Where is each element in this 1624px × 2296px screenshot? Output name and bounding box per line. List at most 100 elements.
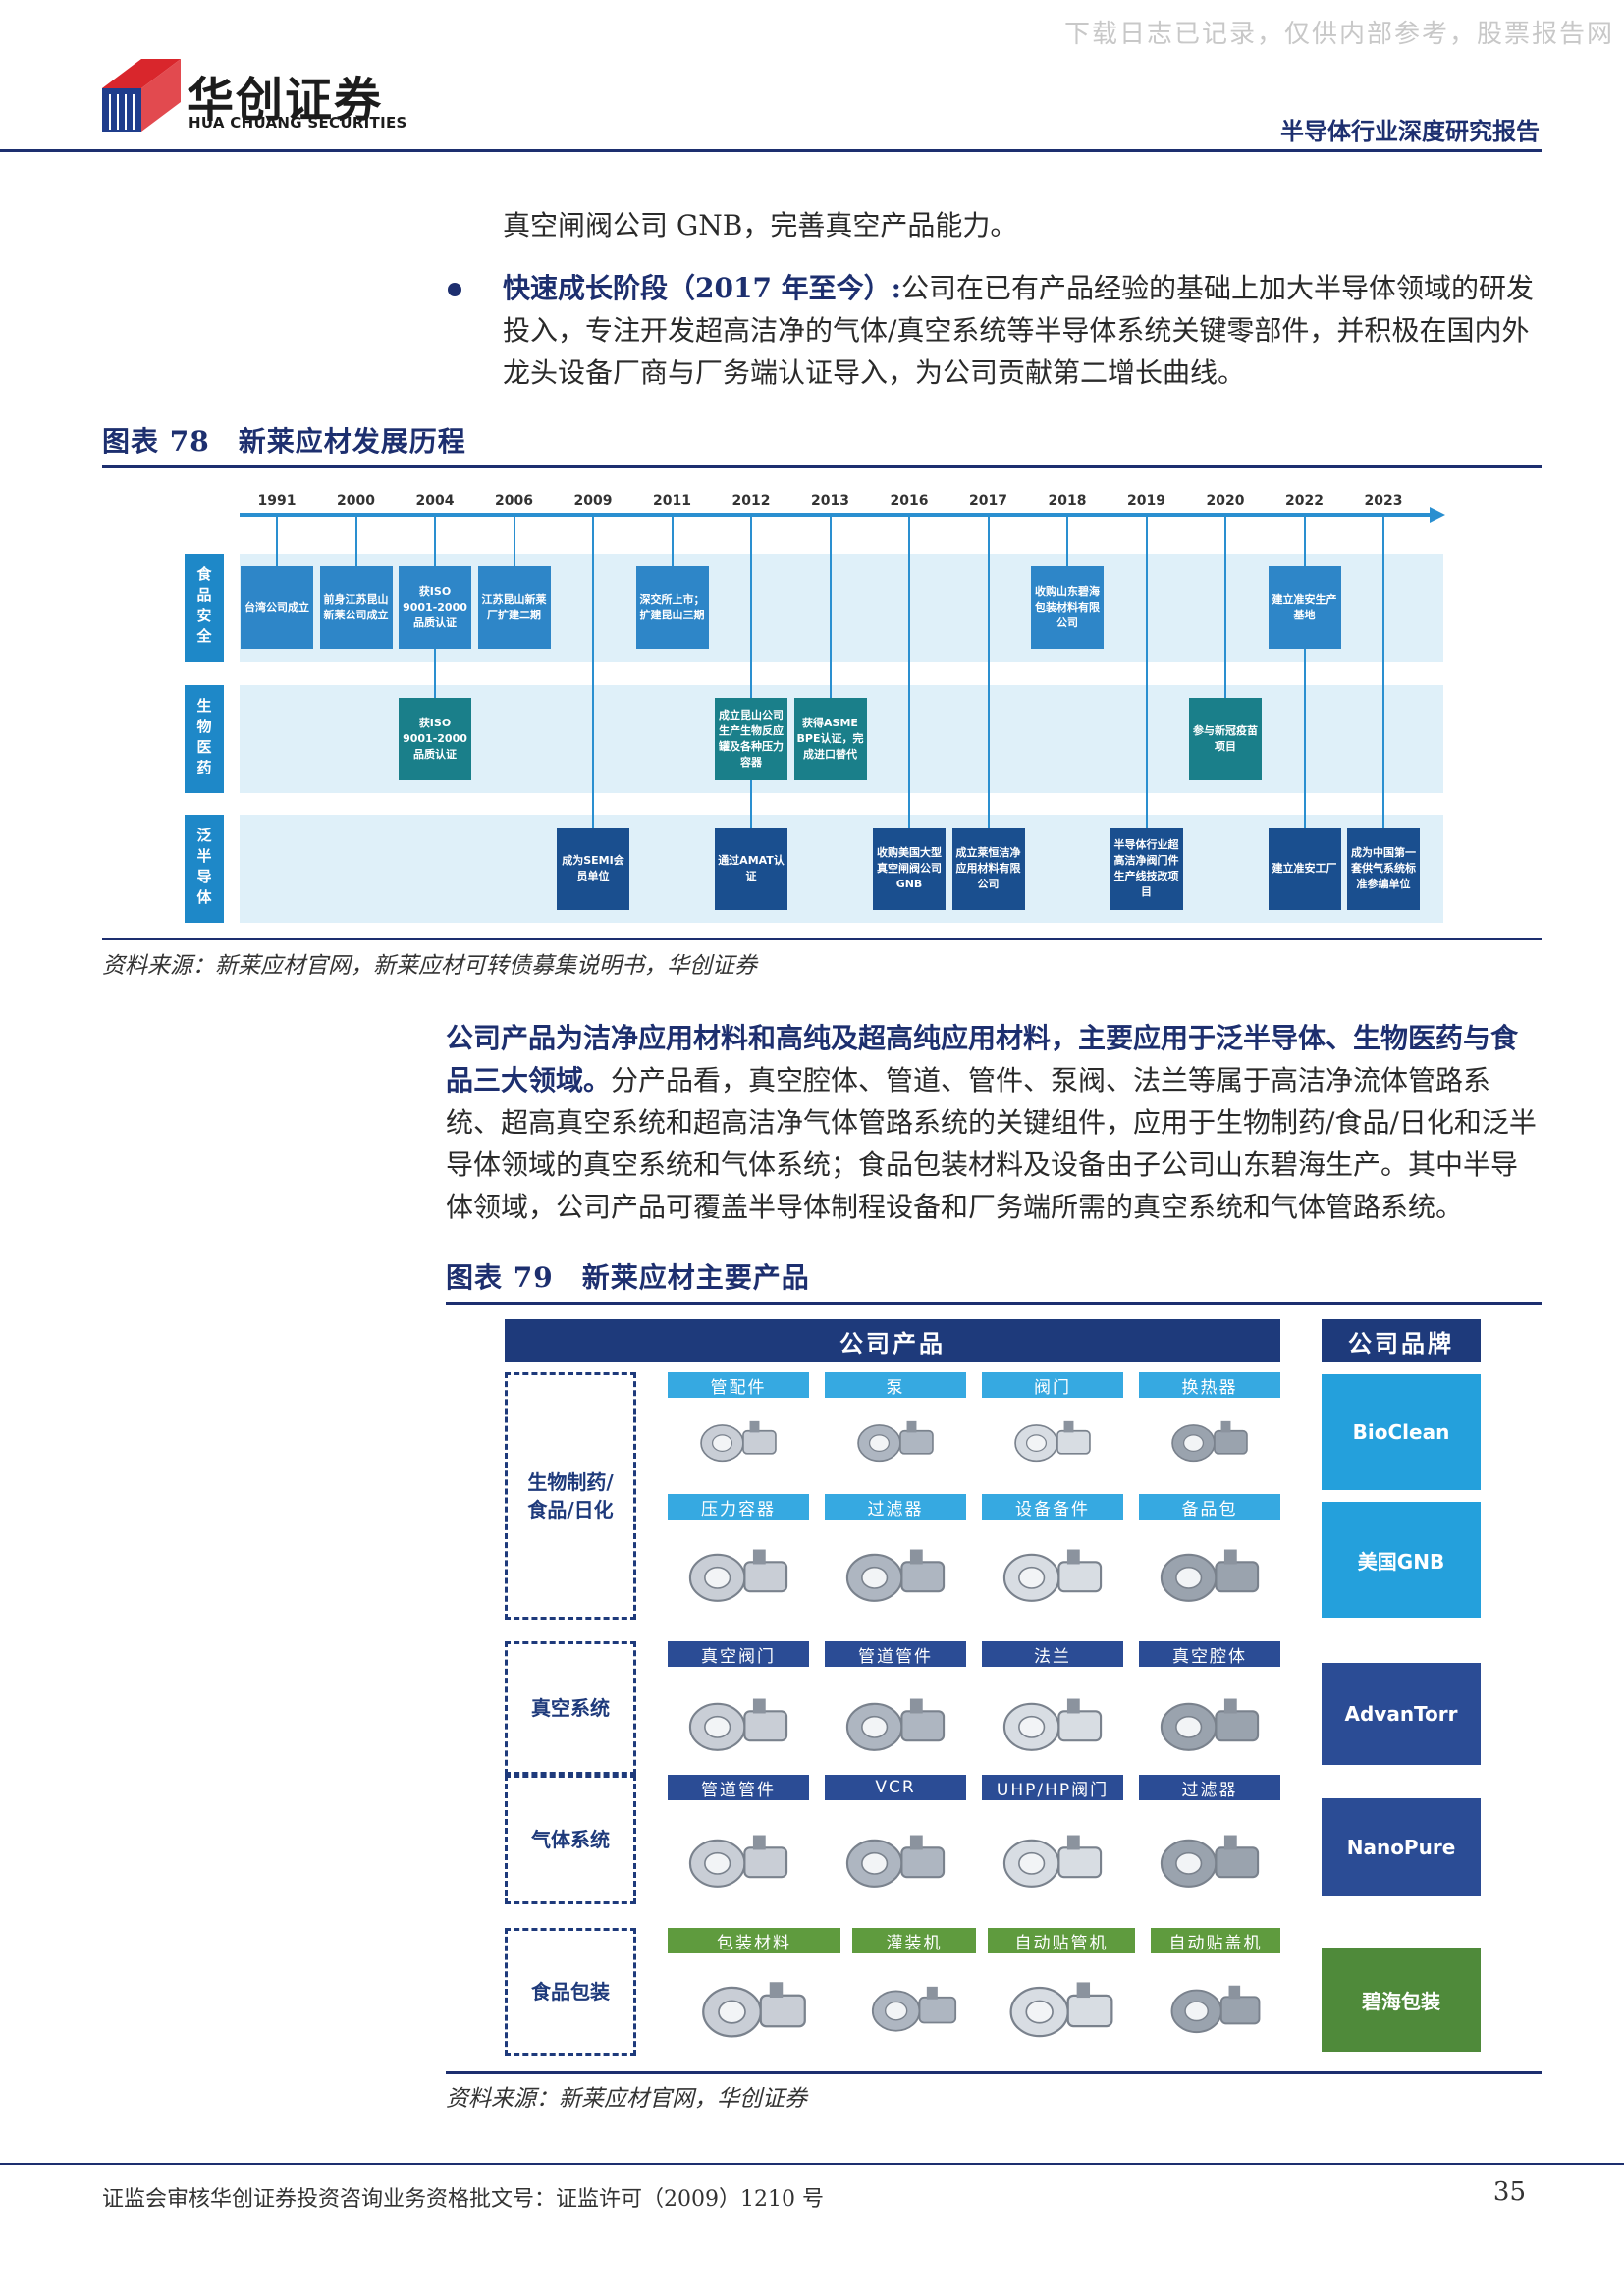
timeline-connector <box>671 516 674 566</box>
timeline-year: 2016 <box>890 493 929 508</box>
product-image <box>982 1523 1123 1622</box>
product-label: 管配件 <box>668 1372 809 1398</box>
timeline-connector <box>513 516 515 566</box>
timeline-band-label: 食品安全 <box>185 554 224 662</box>
product-label: 真空阀门 <box>668 1641 809 1667</box>
product-label: 包装材料 <box>668 1928 840 1953</box>
product-image <box>825 1523 966 1622</box>
timeline-event-box: 前身江苏昆山新莱公司成立 <box>319 566 393 649</box>
product-image <box>1151 1957 1280 2056</box>
product-illustration-icon <box>688 1549 788 1602</box>
fig79-top-rule <box>446 1302 1542 1305</box>
report-type: 半导体行业深度研究报告 <box>1280 118 1540 145</box>
fig79-bottom-rule <box>446 2071 1542 2074</box>
arrow-right-icon <box>1430 507 1445 523</box>
product-image <box>825 1671 966 1773</box>
timeline-year: 2018 <box>1048 493 1087 508</box>
product-illustration-icon <box>871 1986 957 2032</box>
product-image <box>982 1402 1123 1476</box>
timeline-connector <box>1303 516 1306 828</box>
footer-divider <box>0 2163 1624 2165</box>
body2-bold: 公司产品为洁净应用材料和高纯及超高纯应用材料，主要应用于泛半导体、生物医药与食品… <box>446 1022 1519 1096</box>
category-biopharma: 生物制药/食品/日化 <box>505 1372 636 1620</box>
timeline-event-box: 收购山东碧海包装材料有限公司 <box>1031 566 1104 649</box>
product-label: VCR <box>825 1775 966 1800</box>
timeline-event-box: 获得ASME BPE认证，完成进口替代 <box>793 698 867 780</box>
product-image <box>1139 1804 1280 1912</box>
bullet-text: 公司在已有产品经验的基础上加大半导体领域的研发投入，专注开发超高洁净的气体/真空… <box>503 272 1535 389</box>
product-illustration-icon <box>688 1698 788 1751</box>
product-label: 管道管件 <box>825 1641 966 1667</box>
product-illustration-icon <box>845 1698 946 1751</box>
timeline-year: 1991 <box>257 493 297 508</box>
company-logo: 华创证券 HUA CHUANG SECURITIES <box>102 59 426 137</box>
footer-disclaimer: 证监会审核华创证券投资咨询业务资格批文号：证监许可（2009）1210 号 <box>102 2187 824 2212</box>
product-illustration-icon <box>845 1835 946 1888</box>
brand-tile: 碧海包装 <box>1322 1948 1481 2052</box>
timeline-band <box>240 815 1443 923</box>
product-label: 过滤器 <box>825 1494 966 1520</box>
logo-mark-icon <box>102 59 181 132</box>
timeline-event-box: 成立昆山公司生产生物反应罐及各种压力容器 <box>715 698 787 780</box>
timeline-axis <box>240 507 1445 523</box>
product-label: 备品包 <box>1139 1494 1280 1520</box>
timeline-connector <box>1382 516 1384 828</box>
product-image <box>1139 1523 1280 1622</box>
timeline-event-box: 建立准安工厂 <box>1268 828 1341 910</box>
brands-header: 公司品牌 <box>1322 1319 1481 1362</box>
timeline-band-label: 泛半导体 <box>185 815 224 923</box>
product-label: 自动贴盖机 <box>1151 1928 1280 1953</box>
timeline-event-box: 参与新冠疫苗项目 <box>1189 698 1262 780</box>
product-illustration-icon <box>700 1420 777 1463</box>
product-label: 泵 <box>825 1372 966 1398</box>
logo-text-cn: 华创证券 <box>187 73 384 128</box>
products-header: 公司产品 <box>505 1319 1280 1362</box>
product-image <box>982 1804 1123 1912</box>
timeline-connector <box>1145 516 1148 828</box>
timeline-year: 2012 <box>731 493 771 508</box>
product-label: 灌装机 <box>852 1928 976 1953</box>
watermark: 下载日志已记录，仅供内部参考，股票报告网 <box>1063 20 1614 49</box>
product-image <box>1139 1671 1280 1773</box>
product-image <box>668 1671 809 1773</box>
timeline-event-box: 通过AMAT认证 <box>715 828 787 910</box>
product-image <box>825 1402 966 1476</box>
timeline-year: 2013 <box>811 493 849 508</box>
product-label: 压力容器 <box>668 1494 809 1520</box>
fig79-source: 资料来源：新莱应材官网，华创证券 <box>446 2086 807 2111</box>
timeline-year: 2011 <box>653 493 691 508</box>
timeline-connector <box>1066 516 1068 566</box>
product-illustration-icon <box>1014 1420 1091 1463</box>
brand-tile: BioClean <box>1322 1374 1481 1490</box>
product-illustration-icon <box>702 1982 806 2038</box>
product-image <box>1139 1402 1280 1476</box>
product-label: 阀门 <box>982 1372 1123 1398</box>
product-illustration-icon <box>1171 1420 1248 1463</box>
bullet-paragraph: 快速成长阶段（2017 年至今）:公司在已有产品经验的基础上加大半导体领域的研发… <box>503 267 1543 394</box>
category-food: 食品包装 <box>505 1928 636 2056</box>
timeline-connector <box>987 516 990 828</box>
logo-text-en: HUA CHUANG SECURITIES <box>189 114 407 132</box>
product-image <box>668 1402 809 1476</box>
fig78-bottom-rule <box>102 938 1542 940</box>
timeline-event-box: 获ISO 9001-2000品质认证 <box>399 566 471 649</box>
timeline-event-box: 获ISO 9001-2000品质认证 <box>399 698 471 780</box>
product-label: 设备备件 <box>982 1494 1123 1520</box>
product-label: 过滤器 <box>1139 1775 1280 1800</box>
product-illustration-icon <box>857 1420 934 1463</box>
product-label: 自动贴管机 <box>988 1928 1135 1953</box>
intro-line: 真空闸阀公司 GNB，完善真空产品能力。 <box>503 209 1018 241</box>
product-label: 换热器 <box>1139 1372 1280 1398</box>
timeline-connector <box>829 516 832 698</box>
timeline-year: 2000 <box>337 493 375 508</box>
brand-tile: 美国GNB <box>1322 1502 1481 1618</box>
body2-text: 分产品看，真空腔体、管道、管件、泵阀、法兰等属于高洁净流体管路系统、超高真空系统… <box>446 1064 1537 1223</box>
brand-tile: NanoPure <box>1322 1798 1481 1896</box>
product-image <box>668 1804 809 1912</box>
fig79-title: 图表 79 新莱应材主要产品 <box>446 1261 810 1294</box>
product-image <box>668 1523 809 1622</box>
fig78-source: 资料来源：新莱应材官网，新莱应材可转债募集说明书，华创证券 <box>102 953 757 979</box>
timeline-event-box: 成为SEMI会员单位 <box>557 828 629 910</box>
timeline-connector <box>592 516 594 828</box>
timeline-band-label: 生物医药 <box>185 685 224 793</box>
